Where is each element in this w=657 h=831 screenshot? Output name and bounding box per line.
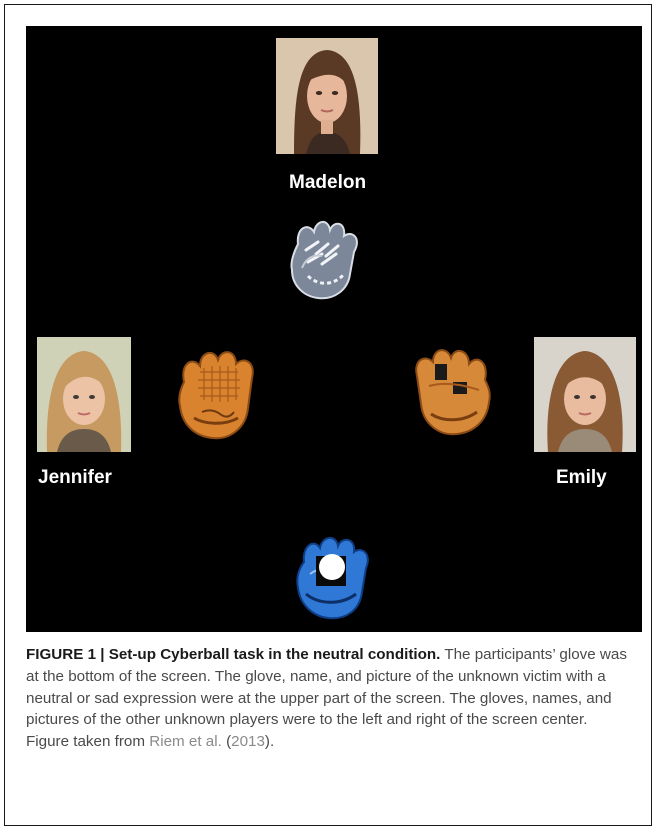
figure-caption-label: FIGURE 1 | Set-up Cyberball task in the … [26,646,441,663]
orange-baseball-glove-icon-left [168,342,266,444]
citation-link-authors[interactable]: Riem et al. [149,733,222,751]
player-photo-left [37,337,131,452]
player-name-left: Jennifer [38,467,112,488]
figure-caption-body: The participants’ glove was at the botto… [26,646,627,751]
gray-baseball-glove-icon [278,214,368,302]
ball-icon [319,554,345,580]
citation-close-paren: ). [264,733,275,751]
figure-caption: FIGURE 1 | Set-up Cyberball task in the … [26,644,632,753]
player-name-right: Emily [556,467,607,488]
player-photo-right [534,337,636,452]
player-name-top: Madelon [289,172,367,193]
player-photo-top [276,38,378,154]
citation-link-year[interactable]: 2013 [231,733,265,751]
cyberball-screen: Madelon Jennifer [26,26,642,632]
citation-open-paren: ( [221,733,232,751]
orange-baseball-glove-icon-right [409,342,501,440]
